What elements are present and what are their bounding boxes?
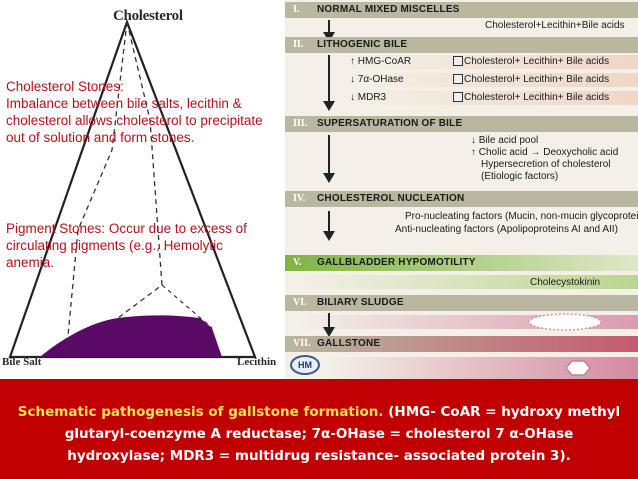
stage-1: I. NORMAL MIXED MISCELLES <box>285 2 638 18</box>
lecithin-line <box>161 284 213 329</box>
pigment-stones-note: Pigment Stones: Occur due to excess of c… <box>6 220 274 271</box>
phase-triangle-diagram: Cholesterol Bile Salt Lecithin <box>0 0 280 379</box>
stage-4: IV. CHOLESTEROL NUCLEATION <box>285 191 638 207</box>
stage-4-title: CHOLESTEROL NUCLEATION <box>317 193 465 204</box>
stage-3-title: SUPERSATURATION OF BILE <box>317 118 463 129</box>
flow-arrow-3 <box>323 135 335 183</box>
cholesterol-stones-body: Imbalance between bile salts, lecithin &… <box>6 96 263 145</box>
hm-logo: HM <box>290 355 320 375</box>
cholecystokinin-band <box>295 275 638 289</box>
gallstone-icon <box>565 360 591 376</box>
sludge-icon <box>528 313 602 331</box>
stage-7: VII. GALLSTONE <box>285 336 638 352</box>
caption-lead: Schematic pathogenesis of gallstone form… <box>17 404 384 420</box>
enzyme-hmg-coar: ↑ HMG-CoAR <box>350 56 412 67</box>
stage-3: III. SUPERSATURATION OF BILE <box>285 116 638 132</box>
triangle-svg <box>8 18 257 359</box>
stage-3-roman: III. <box>293 118 308 129</box>
stage-1-title: NORMAL MIXED MISCELLES <box>317 4 460 15</box>
figure-caption: Schematic pathogenesis of gallstone form… <box>0 379 638 479</box>
stage-4-detail-1: Pro-nucleating factors (Mucin, non-mucin… <box>405 211 638 222</box>
up-badge-icon <box>453 56 463 67</box>
stage-7-title: GALLSTONE <box>317 338 381 349</box>
vertex-label-lecithin: Lecithin <box>237 356 277 368</box>
cholesterol-stones-note: Cholesterol Stones: Imbalance between bi… <box>6 78 268 146</box>
pigment-stones-heading: Pigment Stones: <box>6 221 109 236</box>
gallstone-band <box>325 357 638 379</box>
flow-arrow-2 <box>323 55 335 111</box>
stage-2-band-1 <box>340 55 638 69</box>
stage-3-detail-4: (Etiologic factors) <box>481 171 559 182</box>
stage-2-detail-2: Cholesterol+ Lecithin+ Bile acids <box>453 74 609 85</box>
stage-4-roman: IV. <box>293 193 306 204</box>
stage-6-title: BILIARY SLUDGE <box>317 297 404 308</box>
pathogenesis-flowchart: I. NORMAL MIXED MISCELLES Cholesterol+Le… <box>285 0 638 379</box>
stage-7-roman: VII. <box>293 338 311 349</box>
cholesterol-stones-heading: Cholesterol Stones: <box>6 79 124 94</box>
flow-arrow-4 <box>323 211 335 241</box>
stage-2-roman: II. <box>293 39 304 50</box>
triangle-outline <box>8 18 257 359</box>
stage-2-band-3 <box>340 91 638 105</box>
stage-5-detail: Cholecystokinin <box>530 277 601 288</box>
enzyme-7a-ohase: ↓ 7α-OHase <box>350 74 404 85</box>
caption-rest: (HMG- CoAR = hydroxy methyl glutaryl-coe… <box>64 404 621 464</box>
enzyme-mdr3: ↓ MDR3 <box>350 92 387 103</box>
pigment-stones-body: Occur due to excess of circulating pigme… <box>6 221 247 270</box>
stage-2-title: LITHOGENIC BILE <box>317 39 408 50</box>
flow-arrow-1 <box>323 20 335 42</box>
micellar-zone-line <box>65 21 128 358</box>
stage-3-detail-1: ↓ Bile acid pool <box>471 135 539 146</box>
stage-2: II. LITHOGENIC BILE <box>285 37 638 53</box>
stage-1-detail: Cholesterol+Lecithin+Bile acids <box>485 20 625 31</box>
stage-6: VI. BILIARY SLUDGE <box>285 295 638 311</box>
stage-1-roman: I. <box>293 4 300 15</box>
stage-5-title: GALLBLADDER HYPOMOTILITY <box>317 257 476 268</box>
vertex-label-cholesterol: Cholesterol <box>113 8 183 24</box>
stage-5: V. GALLBLADDER HYPOMOTILITY <box>285 255 638 271</box>
stage-5-roman: V. <box>293 257 302 268</box>
stage-4-detail-2: Anti-nucleating factors (Apolipoproteins… <box>395 224 618 235</box>
solubility-line <box>117 21 163 319</box>
stage-3-detail-2: ↑ Cholic acid → Deoxycholic acid <box>471 147 619 158</box>
vertex-label-bile-salt: Bile Salt <box>2 356 42 368</box>
stage-2-detail-3: Cholesterol+ Lecithin+ Bile acids <box>453 92 609 103</box>
stone-region <box>40 315 222 357</box>
stage-3-detail-3: Hypersecretion of cholesterol <box>481 159 611 170</box>
up-badge-icon <box>453 74 463 85</box>
stage-2-detail-1: Cholesterol+ Lecithin+ Bile acids <box>453 56 609 67</box>
stage-2-band-2 <box>340 73 638 87</box>
stage-6-roman: VI. <box>293 297 307 308</box>
flow-arrow-5 <box>323 313 335 337</box>
up-badge-icon <box>453 92 463 103</box>
